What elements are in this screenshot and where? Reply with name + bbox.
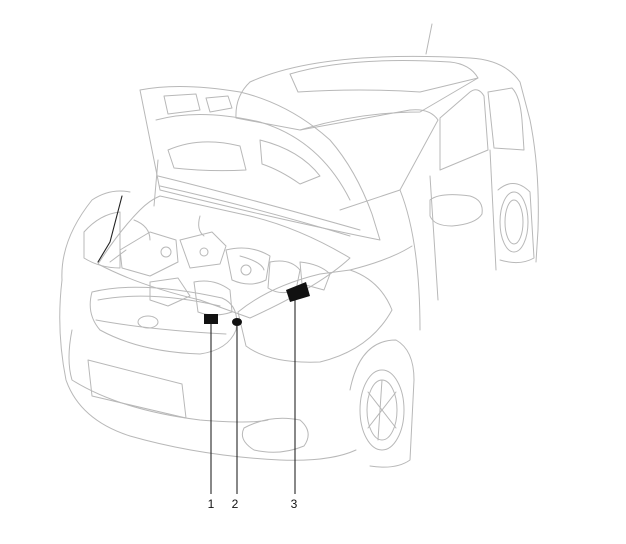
engine-bay bbox=[97, 195, 351, 319]
callout-1-label: 1 bbox=[208, 497, 215, 511]
callout-3-label: 3 bbox=[291, 497, 298, 511]
component-3-highlight bbox=[286, 282, 310, 302]
component-2-highlight bbox=[232, 318, 242, 326]
callout-leaders bbox=[210, 296, 296, 494]
antenna bbox=[425, 23, 433, 55]
open-hood bbox=[139, 85, 381, 241]
callout-2-label: 2 bbox=[232, 497, 239, 511]
car-body bbox=[59, 55, 539, 468]
